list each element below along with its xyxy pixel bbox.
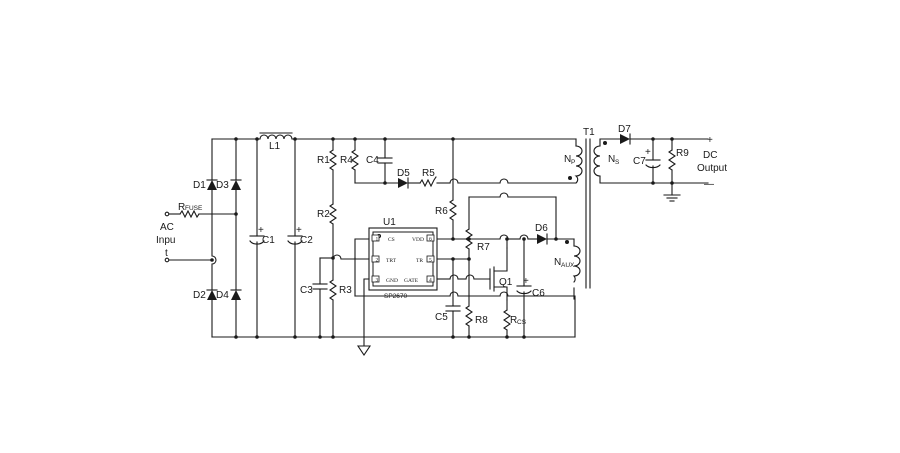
vdd-network [436,138,575,338]
pin-cs-label: CS [388,237,395,243]
q1-label: Q1 [499,277,513,288]
ns-label: N [608,154,615,165]
pin-tr-label: TR [416,258,423,264]
diode-d4 [230,289,242,300]
dc-label-line1: DC [703,150,717,161]
naux-label: N [554,257,561,268]
np-subscript: P [571,159,575,166]
ac-label-line2: Inpu [156,235,175,246]
c7-label: C7 [633,156,646,167]
d7-label: D7 [618,124,631,135]
diode-d3 [230,179,242,190]
c6-label: C6 [532,288,545,299]
ic-left-wiring [332,238,576,356]
d3-label: D3 [216,180,229,191]
l1-label: L1 [269,141,281,152]
r6-label: R6 [435,206,448,217]
u1-label: U1 [383,217,396,228]
d1-label: D1 [193,180,206,191]
r5-label: R5 [422,168,435,179]
r4-label: R4 [340,155,353,166]
pin-5-number: 5 [429,258,432,264]
c7-plus: + [645,147,651,158]
c2-label: C2 [300,235,313,246]
output-stage [620,133,709,202]
inductor-l1 [259,132,293,140]
d6-label: D6 [535,223,548,234]
dc-plus-sign: + [707,135,713,146]
input-bridge [164,138,242,338]
diode-d1 [206,179,218,190]
dc-minus-sign: — [704,179,714,190]
capacitor-c1 [249,138,265,338]
r3-label: R3 [339,285,352,296]
pin-3-number: 3 [376,278,379,284]
d4-label: D4 [216,290,229,301]
ic-u1: 1 2 3 6 5 4 CS TRT GND VDD TR GATE SP267… [368,227,438,300]
pin-vdd-label: VDD [412,237,424,243]
c6-plus: + [523,276,529,287]
c4-label: C4 [366,155,379,166]
r9-label: R9 [676,148,689,159]
component-labels: AC Inpu t R FUSE D1 D3 D2 D4 L1 + C1 + C… [156,124,727,326]
snubber [351,138,577,189]
pin-2-number: 2 [376,258,379,264]
ic-right-wiring [436,228,511,338]
r7-label: R7 [477,242,490,253]
pin-6-number: 6 [429,237,432,243]
c1-plus: + [258,225,264,236]
diode-d2 [206,289,218,300]
ac-label-line3: t [165,248,168,259]
capacitor-c2 [287,138,303,338]
t1-label: T1 [583,127,595,138]
r2-label: R2 [317,209,330,220]
rfuse-subscript: FUSE [185,205,203,212]
r1-label: R1 [317,155,330,166]
rcs-subscript: CS [517,319,527,326]
c5-label: C5 [435,312,448,323]
d5-label: D5 [397,168,410,179]
junction-dots [210,137,674,339]
naux-subscript: AUX [561,262,575,269]
d2-label: D2 [193,290,206,301]
np-label: N [564,154,571,165]
rfuse-label: R [178,202,185,213]
dc-label-line2: Output [697,163,727,174]
c2-plus: + [296,225,302,236]
pin-4-number: 4 [429,278,432,284]
startup-network [312,138,337,338]
r8-label: R8 [475,315,488,326]
ns-subscript: S [615,159,620,166]
pin-1-number: 1 [376,237,379,243]
pin-trt-label: TRT [386,258,397,264]
pin-gate-label: GATE [404,278,419,284]
c3-label: C3 [300,285,313,296]
c1-label: C1 [262,235,275,246]
rcs-label: R [510,315,517,326]
ac-terminal-top [164,211,170,217]
pin-gnd-label: GND [386,278,398,284]
ac-label-line1: AC [160,222,174,233]
